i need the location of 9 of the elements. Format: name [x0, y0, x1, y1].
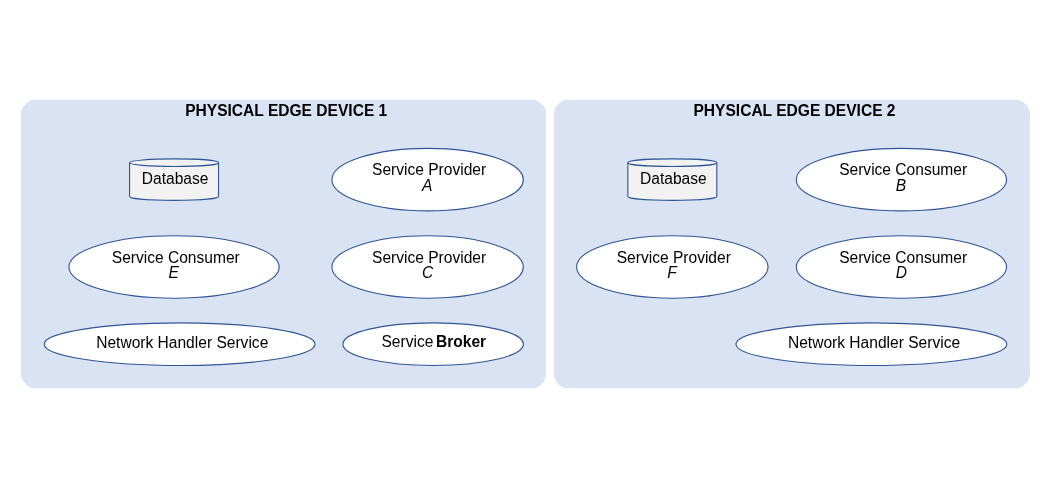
- node-ellipse: Network Handler Service: [43, 322, 316, 367]
- node-ellipse: Service Consumer D: [795, 235, 1008, 299]
- node-ellipse: Network Handler Service: [735, 322, 1008, 367]
- node-ellipse: Service Provider C: [331, 235, 524, 299]
- node-ellipse: Service Consumer E: [68, 235, 280, 299]
- node-ellipse: Service Provider F: [576, 235, 769, 299]
- node-ellipse: Service Consumer B: [795, 147, 1008, 212]
- node-ellipse: Service Broker: [342, 322, 524, 367]
- node-ellipse: Service Provider A: [331, 147, 524, 212]
